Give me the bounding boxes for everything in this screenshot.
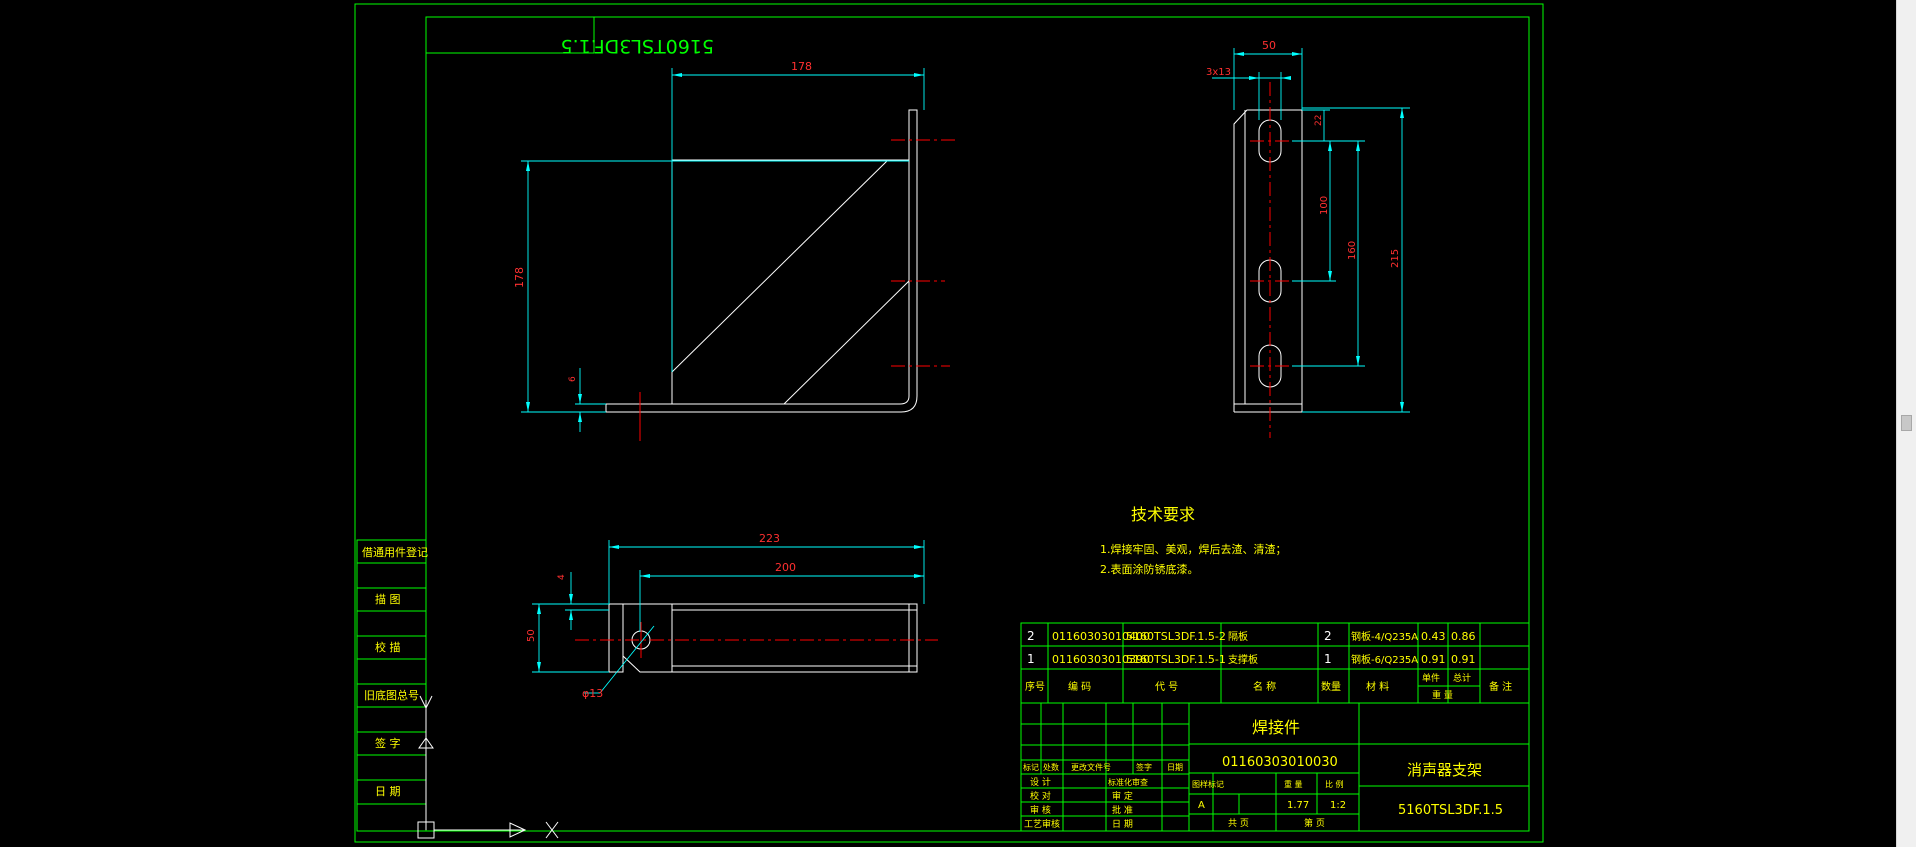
mirrored-title-box: [425, 16, 595, 54]
tb-mass: 1.77: [1287, 800, 1309, 811]
tb-header-scale: 比 例: [1325, 779, 1344, 789]
tb-rev-label-5: 日期: [1167, 763, 1183, 772]
bom-header-drawing: 代 号: [1155, 681, 1178, 693]
dim-bottom-height: 50: [526, 629, 537, 642]
tb-drawing-no: 5160TSL3DF.1.5: [1398, 803, 1503, 818]
ucs-icon: [417, 695, 559, 839]
dim-bottom-hole: φ13: [582, 687, 603, 700]
side-view: 50 3x13 22 100 160 215: [1206, 39, 1410, 438]
bom-row-2-code: 01160303010400: [1052, 630, 1150, 643]
bom-row-2-no: 2: [1027, 629, 1035, 643]
bom-row-1-name: 支撑板: [1228, 653, 1258, 666]
sheet-outer-border: [354, 3, 1544, 843]
bom-row-1-code: 01160303010390: [1052, 653, 1150, 666]
strip-label-6: 日 期: [375, 785, 401, 798]
tb-sheet-no: 第 页: [1304, 817, 1325, 829]
dim-bottom-length: 200: [775, 561, 796, 574]
dim-front-thickness: 6: [568, 376, 578, 382]
bom-row-2-qty: 2: [1324, 629, 1332, 643]
bom-row-1-unit-weight: 0.91: [1421, 653, 1446, 666]
dim-front-height: 178: [513, 267, 526, 288]
tb-part-code: 01160303010030: [1222, 755, 1338, 770]
tb-left-label-1: 设 计: [1030, 776, 1051, 788]
vertical-scrollbar[interactable]: [1896, 0, 1916, 847]
scrollbar-thumb[interactable]: [1901, 415, 1912, 431]
bom-header-code: 编 码: [1068, 680, 1091, 693]
dim-bottom-total: 223: [759, 532, 780, 545]
tb-header-weight: 重 量: [1284, 779, 1303, 789]
left-strip: 借通用件登记 描 图 校 描 旧底图总号 签 字 日 期: [356, 539, 428, 832]
bom-row-2-name: 隔板: [1228, 630, 1248, 643]
tech-line-2: 2.表面涂防锈底漆。: [1100, 562, 1199, 576]
tb-scale: 1:2: [1330, 800, 1346, 811]
bom-header-unit: 单件: [1422, 672, 1440, 684]
tb-mid-label-4: 日 期: [1112, 819, 1133, 830]
tb-marker: A: [1198, 800, 1205, 811]
strip-label-5: 签 字: [375, 736, 401, 750]
bom-header-no: 序号: [1025, 680, 1045, 693]
tb-left-label-2: 校 对: [1030, 790, 1051, 802]
tb-header-mark: 图样标记: [1192, 779, 1224, 789]
bom-table: 2 01160303010400 5160TSL3DF.1.5-2 隔板 2 钢…: [1020, 622, 1530, 704]
title-block: 标记 处数 更改文件号 签字 日期 设 计 校 对 审 核 工艺审核 标准化审查…: [1020, 702, 1530, 832]
tech-line-1: 1.焊接牢固、美观，焊后去渣、清渣；: [1100, 542, 1287, 556]
bom-row-1-drawing: 5160TSL3DF.1.5-1: [1126, 653, 1226, 666]
bom-row-1-qty: 1: [1324, 652, 1332, 666]
bom-row-2-material: 钢板-4/Q235A: [1351, 630, 1418, 643]
bom-header-name: 名 称: [1253, 680, 1276, 693]
bom-row-2-total-weight: 0.86: [1451, 630, 1476, 643]
dim-side-width: 50: [1262, 39, 1276, 52]
sheet-inner-border: [425, 16, 1530, 832]
dim-side-top: 22: [1314, 115, 1324, 126]
tb-rev-label-2: 处数: [1043, 762, 1059, 772]
dim-side-pitch: 100: [1319, 196, 1330, 215]
tb-rev-label-4: 签字: [1136, 762, 1152, 772]
dim-front-width: 178: [791, 60, 812, 73]
dim-side-span: 160: [1347, 241, 1358, 260]
bom-header-qty: 数量: [1321, 680, 1341, 693]
tb-mid-label-1: 标准化审查: [1108, 777, 1148, 787]
strip-label-1: 借通用件登记: [362, 545, 428, 559]
bottom-view: 223 200 4 50 φ13: [526, 532, 938, 700]
strip-label-2: 描 图: [375, 592, 401, 606]
bom-header-weight: 重 量: [1432, 689, 1453, 701]
bom-row-2-unit-weight: 0.43: [1421, 630, 1446, 643]
bom-header-material: 材 料: [1366, 680, 1389, 693]
dim-side-total: 215: [1390, 249, 1401, 268]
tb-rev-label-3: 更改文件号: [1071, 762, 1111, 772]
tb-sheet-total: 共 页: [1228, 818, 1249, 829]
tb-left-label-3: 审 核: [1030, 804, 1051, 816]
strip-label-4: 旧底图总号: [364, 688, 419, 702]
strip-label-3: 校 描: [375, 640, 401, 654]
dim-bottom-offset: 4: [557, 574, 567, 580]
dim-side-hole: 3x13: [1206, 67, 1231, 78]
front-view: 178 178 6: [513, 60, 955, 441]
bom-row-1-no: 1: [1027, 652, 1035, 666]
tb-part-type: 焊接件: [1252, 718, 1300, 737]
tech-heading: 技术要求: [1131, 505, 1195, 524]
tb-mid-label-3: 批 准: [1112, 804, 1133, 816]
bom-row-1-material: 钢板-6/Q235A: [1351, 653, 1418, 666]
bom-row-2-drawing: 5160TSL3DF.1.5-2: [1126, 630, 1226, 643]
bom-row-1-total-weight: 0.91: [1451, 653, 1476, 666]
tb-mid-label-2: 审 定: [1112, 790, 1133, 802]
tb-part-name: 消声器支架: [1407, 761, 1482, 779]
mirrored-title: 5160TSL3DF.1.5: [561, 35, 714, 57]
bom-header-total: 总计: [1453, 672, 1471, 684]
bom-header-remark: 备 注: [1489, 680, 1512, 693]
tb-rev-label-1: 标记: [1023, 762, 1039, 772]
tb-left-label-4: 工艺审核: [1024, 818, 1060, 830]
